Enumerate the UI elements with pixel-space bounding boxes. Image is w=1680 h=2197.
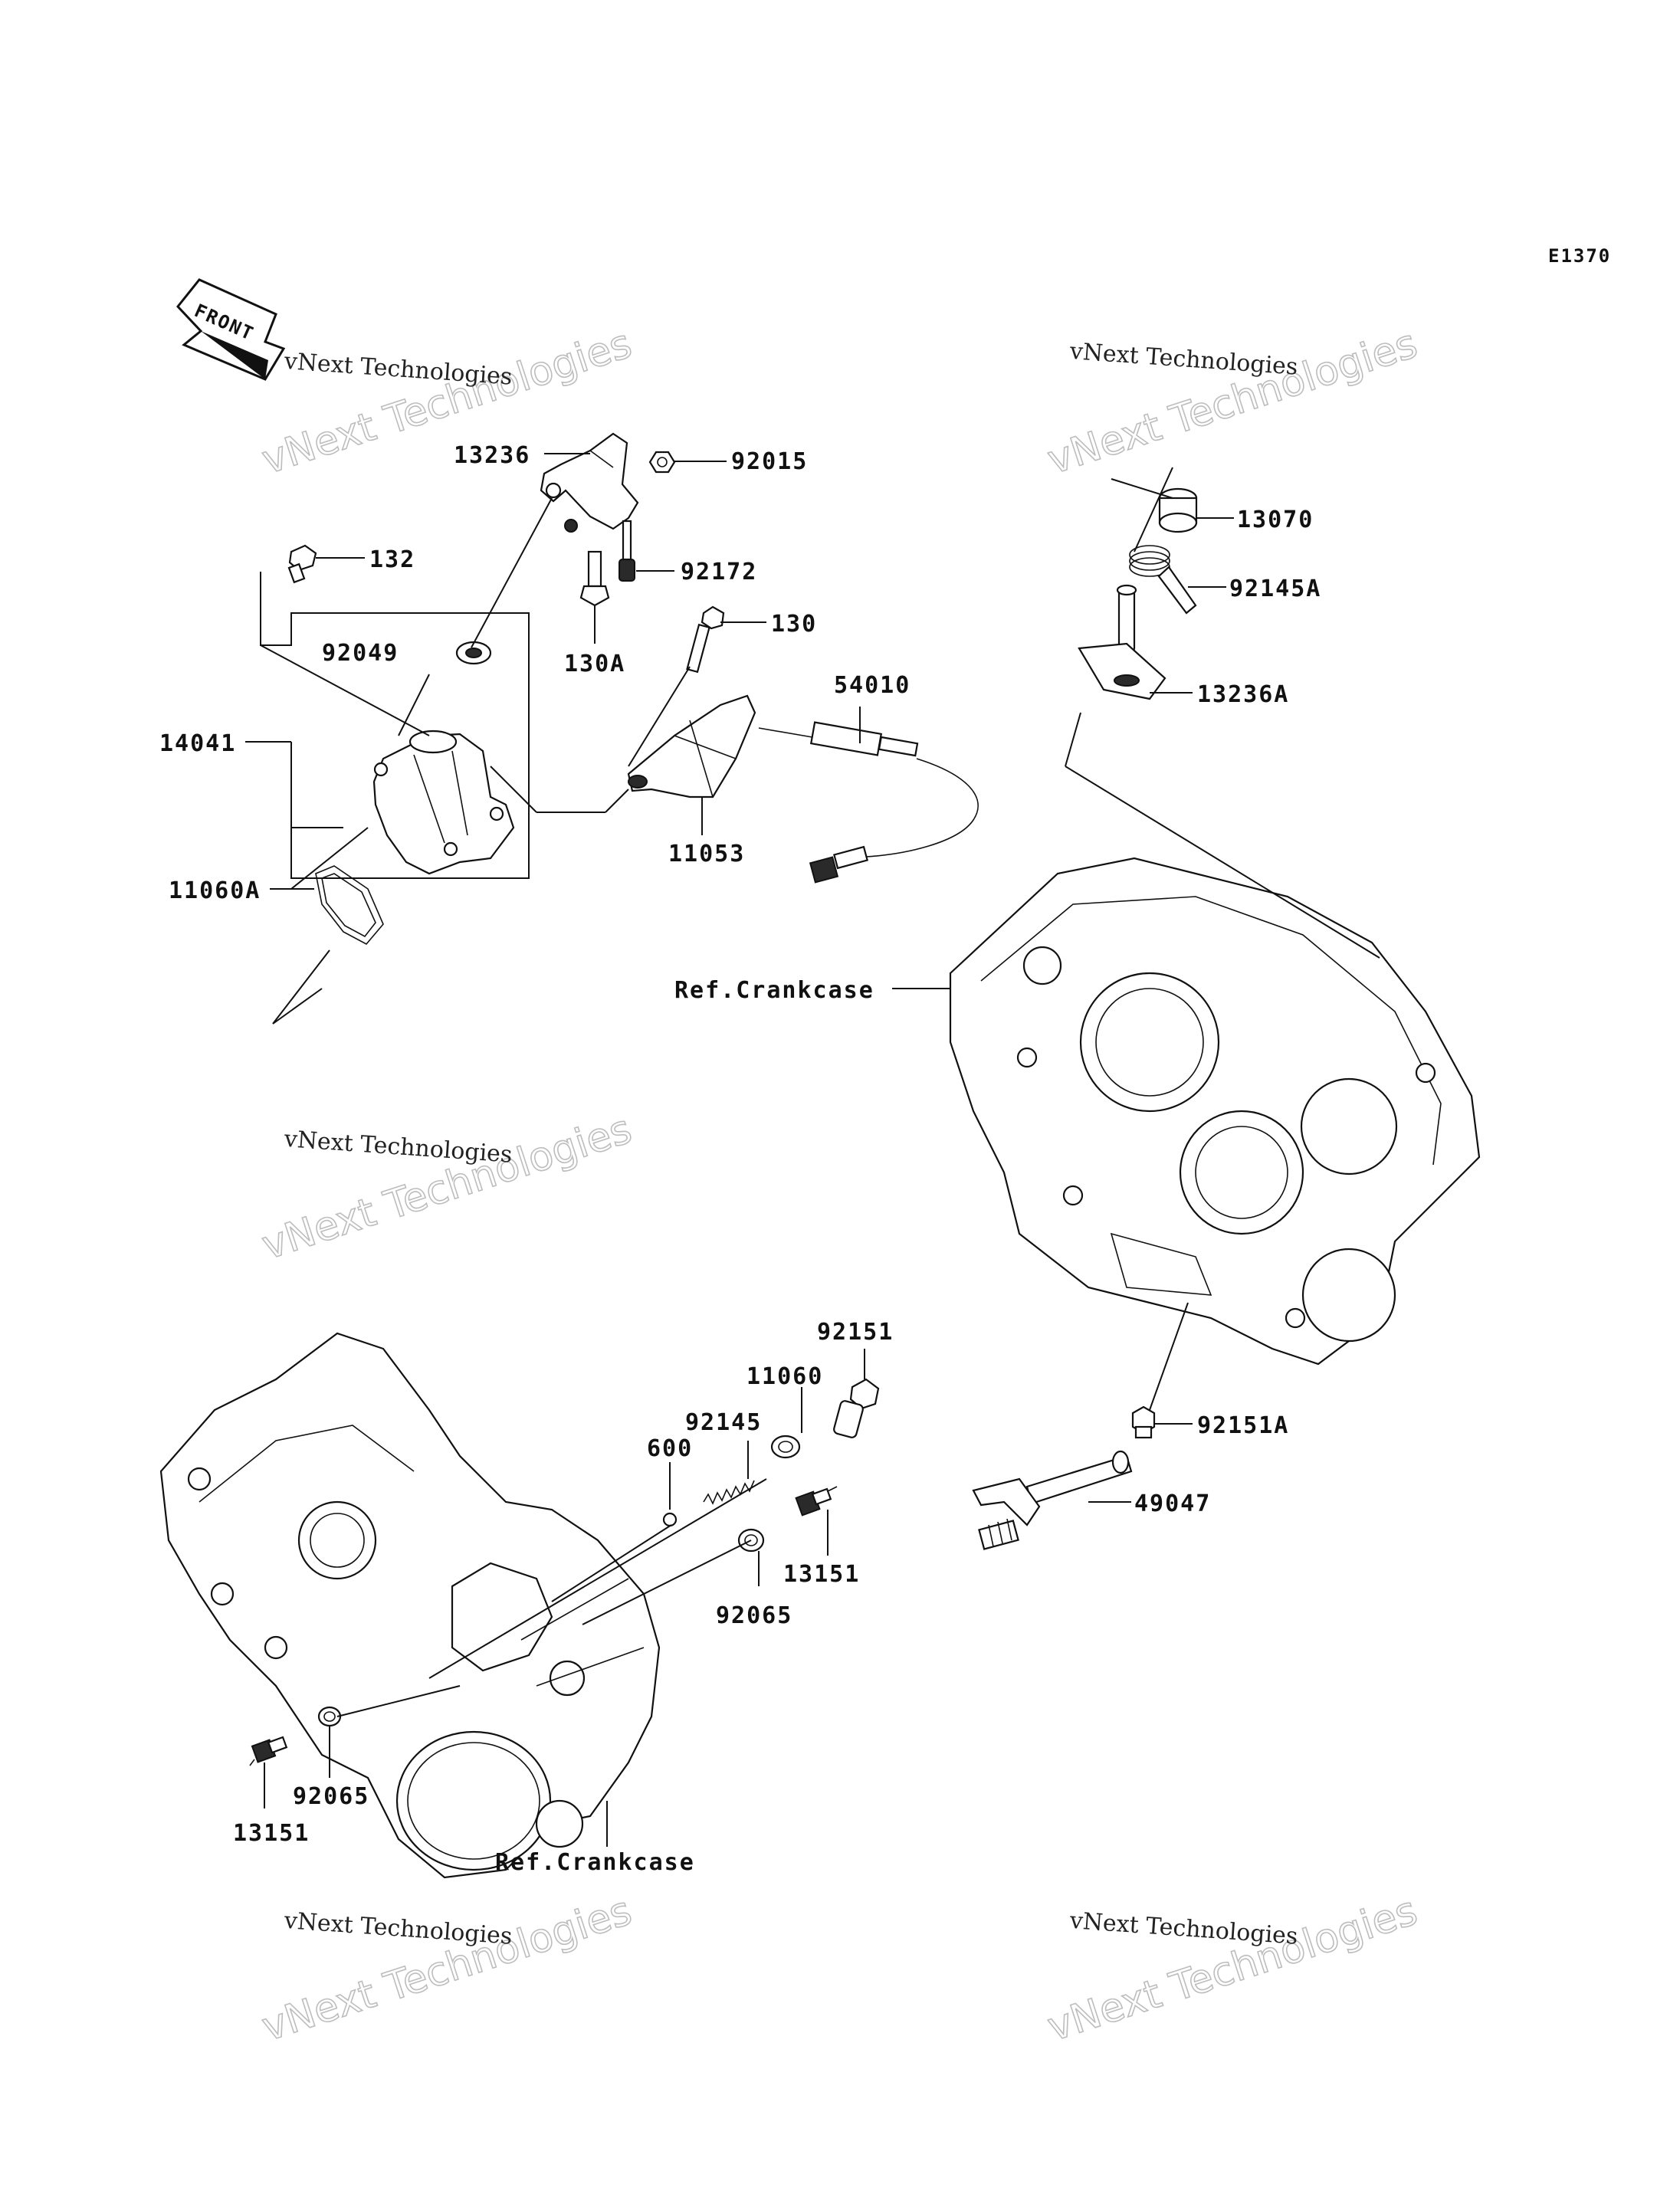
collar-13070	[1158, 487, 1198, 533]
front-arrow-icon: FRONT	[176, 278, 286, 381]
part-label-14041[interactable]: 14041	[159, 730, 236, 757]
ball-600	[662, 1512, 678, 1527]
part-label-92145A[interactable]: 92145A	[1229, 575, 1321, 602]
part-label-13236A[interactable]: 13236A	[1197, 681, 1289, 708]
cover-11053	[627, 694, 756, 798]
part-label-13151b[interactable]: 13151	[233, 1820, 310, 1847]
watermark-text: vNext Technologies	[283, 348, 514, 391]
bolt-130	[686, 605, 725, 674]
bolt-92151	[833, 1378, 880, 1438]
watermark-text: vNext Technologies	[1068, 338, 1299, 381]
part-label-132[interactable]: 132	[369, 546, 415, 573]
part-label-130[interactable]: 130	[771, 611, 817, 638]
part-label-92049[interactable]: 92049	[322, 640, 399, 667]
oil-seal-92049	[455, 641, 492, 665]
nut-92015	[648, 451, 676, 474]
part-label-ref-crankcase-lower[interactable]: Ref.Crankcase	[495, 1849, 695, 1876]
part-label-54010[interactable]: 54010	[834, 672, 911, 699]
bolt-92151A	[1131, 1405, 1156, 1439]
leader-lines	[245, 453, 1380, 1847]
cover-14041	[372, 730, 515, 875]
part-label-11060A[interactable]: 11060A	[169, 877, 261, 904]
watermark: vNext Technologies vNext Technologies	[256, 1106, 638, 1270]
washer-92065b	[317, 1706, 342, 1727]
gasket-11060	[770, 1435, 801, 1459]
watermark-text: vNext Technologies	[283, 1907, 514, 1950]
watermark: vNext Technologies vNext Technologies	[1042, 1887, 1423, 2051]
shift-lever-13236	[540, 432, 639, 533]
part-label-92065[interactable]: 92065	[716, 1602, 792, 1629]
part-label-130A[interactable]: 130A	[564, 651, 625, 677]
bolt-132	[287, 544, 317, 584]
watermark: vNext Technologies vNext Technologies	[1042, 320, 1423, 484]
part-label-13151[interactable]: 13151	[783, 1561, 860, 1588]
part-label-92172[interactable]: 92172	[681, 559, 757, 585]
part-labels: 13236 92015 132 92172 92049 130A 130 140…	[159, 442, 1321, 1876]
part-label-13070[interactable]: 13070	[1237, 507, 1314, 533]
watermark: vNext Technologies vNext Technologies	[256, 1887, 638, 2051]
part-label-11060[interactable]: 11060	[746, 1363, 823, 1390]
shift-shaft-49047	[972, 1450, 1133, 1550]
crankcase-left	[159, 1332, 661, 1879]
spring-92145	[703, 1480, 755, 1505]
part-label-ref-crankcase-upper[interactable]: Ref.Crankcase	[674, 977, 874, 1004]
watermark-text: vNext Technologies	[1068, 1907, 1299, 1950]
part-label-600[interactable]: 600	[647, 1435, 693, 1462]
bolt-92172	[619, 520, 635, 582]
watermark-text: vNext Technologies	[283, 1126, 514, 1169]
part-label-92151A[interactable]: 92151A	[1197, 1412, 1289, 1439]
cable-54010	[758, 721, 979, 884]
part-label-11053[interactable]: 11053	[668, 841, 745, 867]
switch-13151	[795, 1486, 838, 1517]
part-label-92015[interactable]: 92015	[731, 448, 808, 475]
gasket-11060A	[315, 865, 384, 946]
part-label-92145[interactable]: 92145	[685, 1409, 762, 1436]
spring-92145A	[1129, 545, 1197, 615]
shift-arm-13236A	[1078, 584, 1166, 700]
part-label-13236[interactable]: 13236	[454, 442, 530, 469]
diagram-code: E1370	[1548, 245, 1611, 267]
crankcase-right	[949, 857, 1481, 1366]
bolt-130A	[579, 550, 610, 607]
part-label-49047[interactable]: 49047	[1134, 1490, 1211, 1517]
part-label-92151[interactable]: 92151	[817, 1319, 894, 1346]
part-label-92065b[interactable]: 92065	[293, 1783, 369, 1810]
switch-13151b	[249, 1736, 288, 1766]
